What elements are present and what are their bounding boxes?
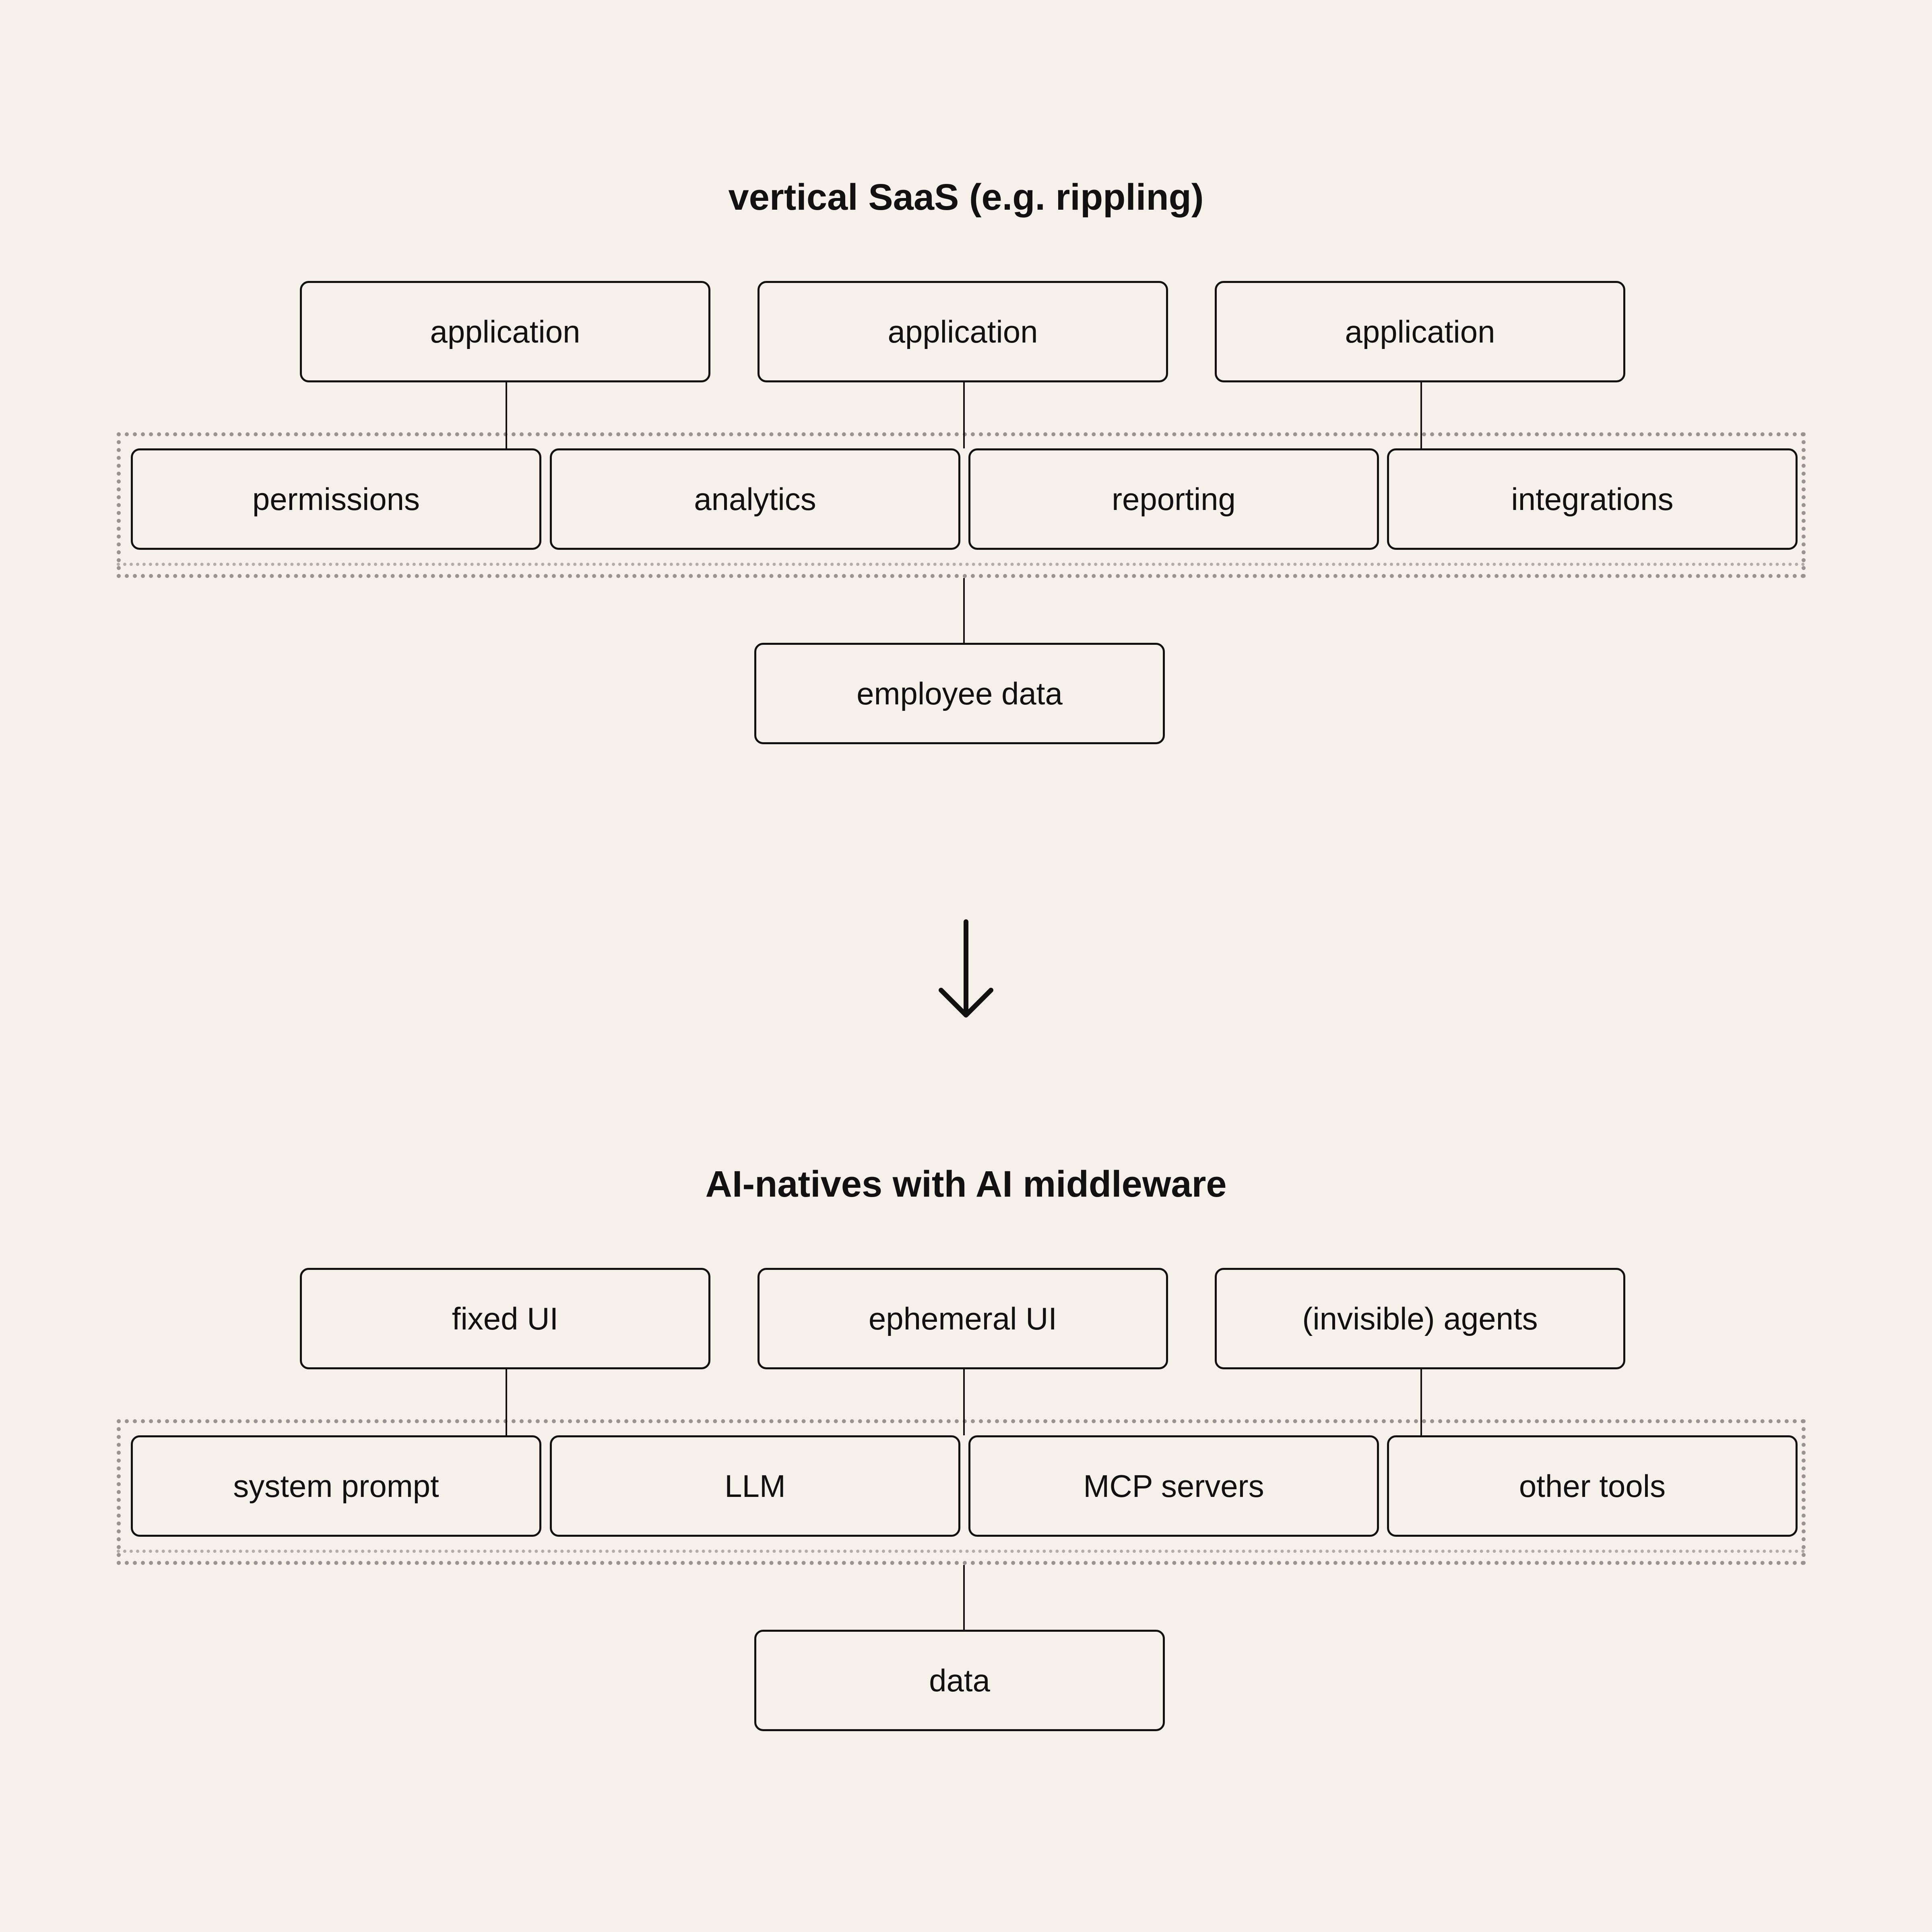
connector-line bbox=[506, 382, 507, 448]
application-box: application bbox=[1215, 281, 1625, 382]
middleware-band-line bbox=[117, 563, 1806, 566]
system-prompt-box: system prompt bbox=[131, 1435, 541, 1537]
connector-line bbox=[963, 382, 965, 448]
connector-line bbox=[963, 1565, 965, 1630]
analytics-box: analytics bbox=[550, 448, 960, 550]
application-box: application bbox=[758, 281, 1168, 382]
middleware-band-line bbox=[117, 1550, 1806, 1553]
ai-native-diagram: AI-natives with AI middleware fixed UI e… bbox=[0, 987, 1932, 1731]
diagram-title: vertical SaaS (e.g. rippling) bbox=[728, 177, 1204, 218]
connector-line bbox=[963, 1369, 965, 1435]
reporting-box: reporting bbox=[968, 448, 1379, 550]
connector-line bbox=[506, 1369, 507, 1435]
connector-line bbox=[1420, 382, 1422, 448]
permissions-box: permissions bbox=[131, 448, 541, 550]
llm-box: LLM bbox=[550, 1435, 960, 1537]
vertical-saas-diagram: vertical SaaS (e.g. rippling) applicatio… bbox=[0, 0, 1932, 744]
mcp-servers-box: MCP servers bbox=[968, 1435, 1379, 1537]
ephemeral-ui-box: ephemeral UI bbox=[758, 1268, 1168, 1369]
arrow-down-icon bbox=[939, 919, 993, 1018]
connector-line bbox=[1420, 1369, 1422, 1435]
middleware-band bbox=[117, 432, 1806, 578]
fixed-ui-box: fixed UI bbox=[300, 1268, 710, 1369]
invisible-agents-box: (invisible) agents bbox=[1215, 1268, 1625, 1369]
integrations-box: integrations bbox=[1387, 448, 1798, 550]
middleware-band bbox=[117, 1419, 1806, 1565]
application-box: application bbox=[300, 281, 710, 382]
connector-line bbox=[963, 578, 965, 643]
other-tools-box: other tools bbox=[1387, 1435, 1798, 1537]
diagram-title: AI-natives with AI middleware bbox=[705, 1164, 1227, 1205]
data-box: data bbox=[754, 1630, 1165, 1731]
employee-data-box: employee data bbox=[754, 643, 1165, 744]
